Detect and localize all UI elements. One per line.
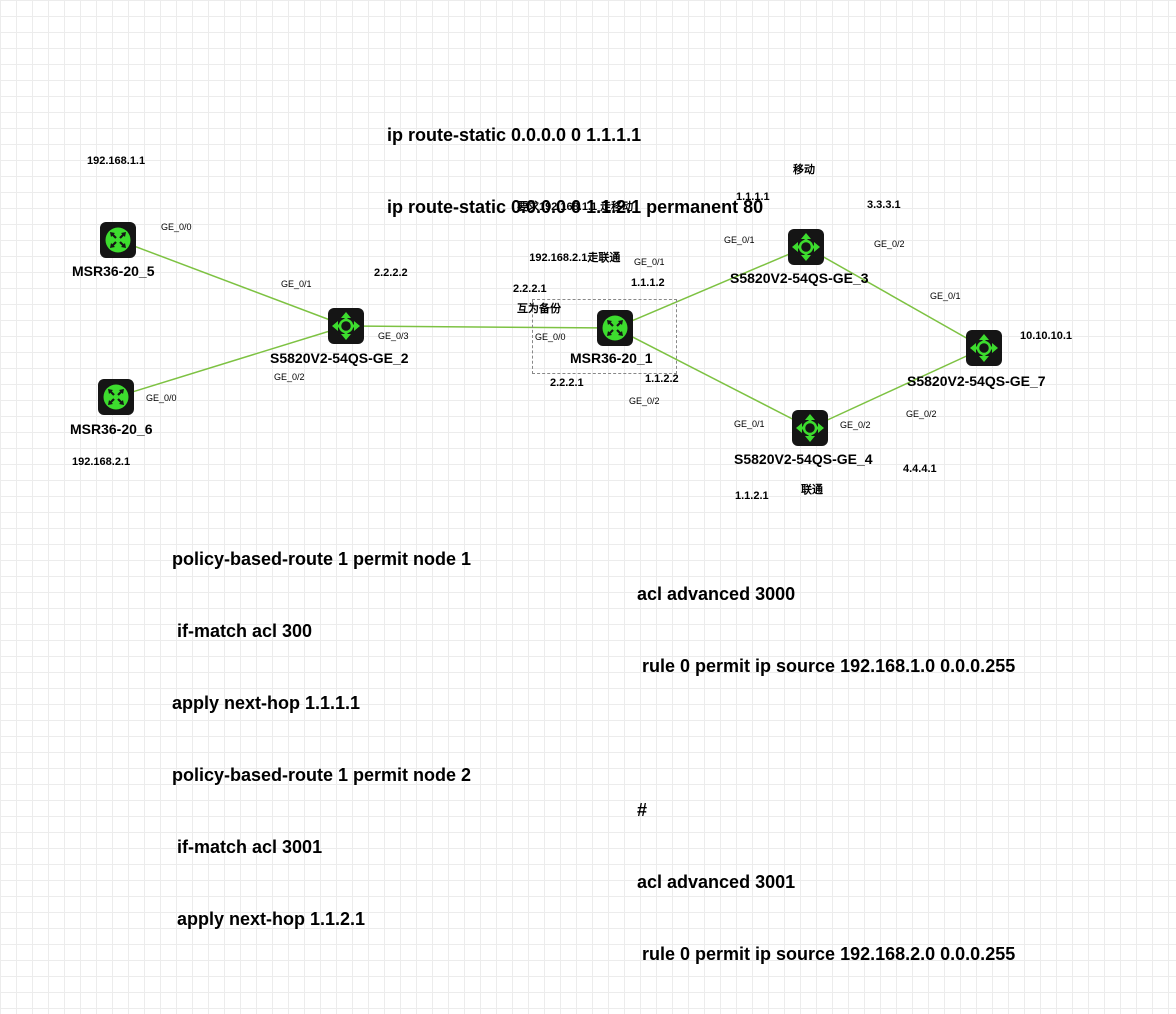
device-name-msr5[interactable]: MSR36-20_5	[72, 263, 155, 279]
switch-sw4-icon[interactable]	[792, 410, 828, 446]
ip-label-sw2: 2.2.2.2	[374, 267, 408, 279]
link-msr1-sw4[interactable]	[614, 327, 811, 429]
device-name-sw2[interactable]: S5820V2-54QS-GE_2	[270, 350, 409, 366]
note-line: 192.168.2.1走联通	[517, 252, 621, 264]
port-label-sw2-ge3: GE_0/3	[378, 331, 409, 341]
ip-label-sw3: 1.1.1.1	[736, 191, 770, 203]
port-label-sw4-ge2: GE_0/2	[840, 420, 871, 430]
config-line: acl advanced 3000	[637, 584, 796, 604]
ip-label-msr1-top: 2.2.2.1	[513, 283, 547, 295]
ip-label-msr6: 192.168.2.1	[72, 456, 131, 468]
config-line: if-match acl 3001	[172, 837, 323, 857]
config-line: rule 0 permit ip source 192.168.1.0 0.0.…	[637, 656, 1016, 676]
device-name-sw4[interactable]: S5820V2-54QS-GE_4	[734, 451, 873, 467]
ip-label-msr1-up: 1.1.1.2	[631, 277, 665, 289]
msr1-selection-box	[532, 299, 677, 374]
ip-label-msr1-down: 1.1.2.2	[645, 373, 679, 385]
device-name-msr6[interactable]: MSR36-20_6	[70, 421, 153, 437]
note-line: 要求192.168.1.1 走移动	[517, 201, 634, 213]
router-msr1-icon[interactable]	[597, 310, 633, 346]
ip-label-sw7: 10.10.10.1	[1020, 330, 1072, 342]
port-label-sw2-ge1: GE_0/1	[281, 279, 312, 289]
switch-sw3-icon[interactable]	[788, 229, 824, 265]
config-line: acl advanced 3001	[637, 872, 796, 892]
config-line: #	[637, 800, 648, 820]
link-layer	[115, 239, 985, 429]
config-line: apply next-hop 1.1.2.1	[172, 909, 366, 929]
port-label-sw4-ge1: GE_0/1	[734, 419, 765, 429]
ip-label-msr5: 192.168.1.1	[87, 155, 146, 167]
port-label-msr1-ge2: GE_0/2	[629, 396, 660, 406]
link-msr6-sw2[interactable]	[115, 325, 347, 398]
config-line: ip route-static 0.0.0.0 0 1.1.1.1	[387, 125, 642, 145]
ip-label-msr1-bottom: 2.2.2.1	[550, 377, 584, 389]
device-name-sw7[interactable]: S5820V2-54QS-GE_7	[907, 373, 1046, 389]
link-sw3-sw7[interactable]	[805, 246, 985, 349]
device-name-msr1[interactable]: MSR36-20_1	[570, 350, 653, 366]
device-name-sw3[interactable]: S5820V2-54QS-GE_3	[730, 270, 869, 286]
static-route-config: ip route-static 0.0.0.0 0 1.1.1.1 ip rou…	[387, 75, 763, 267]
config-line	[637, 726, 1015, 750]
config-line: if-match acl 300	[172, 621, 313, 641]
config-line: policy-based-route 1 permit node 1	[172, 549, 472, 569]
acl-config: acl advanced 3000 rule 0 permit ip sourc…	[637, 534, 1015, 1014]
port-label-sw3-ge1: GE_0/1	[724, 235, 755, 245]
switch-sw7-icon[interactable]	[966, 330, 1002, 366]
isp-label-mobile: 移动	[793, 164, 815, 176]
link-msr5-sw2[interactable]	[117, 239, 347, 327]
router-msr6-icon[interactable]	[98, 379, 134, 415]
link-msr1-sw3[interactable]	[614, 246, 807, 329]
port-label-sw2-ge2: GE_0/2	[274, 372, 305, 382]
requirement-note: 要求192.168.1.1 走移动 192.168.2.1走联通 互为备份	[517, 165, 633, 352]
note-line: 互为备份	[517, 303, 561, 315]
config-line: policy-based-route 1 permit node 2	[172, 765, 472, 785]
policy-route-config: policy-based-route 1 permit node 1 if-ma…	[172, 499, 471, 979]
port-label-sw7-ge2: GE_0/2	[906, 409, 937, 419]
config-line: rule 0 permit ip source 192.168.2.0 0.0.…	[637, 944, 1016, 964]
isp-label-unicom: 联通	[801, 484, 823, 496]
ip-label-sw3-right: 3.3.3.1	[867, 199, 901, 211]
port-label-msr1-ge0: GE_0/0	[535, 332, 566, 342]
port-label-sw7-ge1: GE_0/1	[930, 291, 961, 301]
port-label-msr6-ge0: GE_0/0	[146, 393, 177, 403]
config-line: apply next-hop 1.1.1.1	[172, 693, 361, 713]
router-msr5-icon[interactable]	[100, 222, 136, 258]
ip-label-sw4: 1.1.2.1	[735, 490, 769, 502]
port-label-msr5-ge0: GE_0/0	[161, 222, 192, 232]
port-label-sw3-ge2: GE_0/2	[874, 239, 905, 249]
config-line: ip route-static 0.0.0.0 0 1.1.2.1 perman…	[387, 197, 764, 217]
link-sw2-msr1[interactable]	[345, 325, 616, 329]
switch-sw2-icon[interactable]	[328, 308, 364, 344]
topology-canvas: MSR36-20_5 MSR36-20_6 S5820V2-54QS-GE_2 …	[70, 75, 1072, 964]
link-sw4-sw7[interactable]	[809, 347, 985, 429]
ip-label-sw4-right: 4.4.4.1	[903, 463, 937, 475]
port-label-msr1-ge1: GE_0/1	[634, 257, 665, 267]
